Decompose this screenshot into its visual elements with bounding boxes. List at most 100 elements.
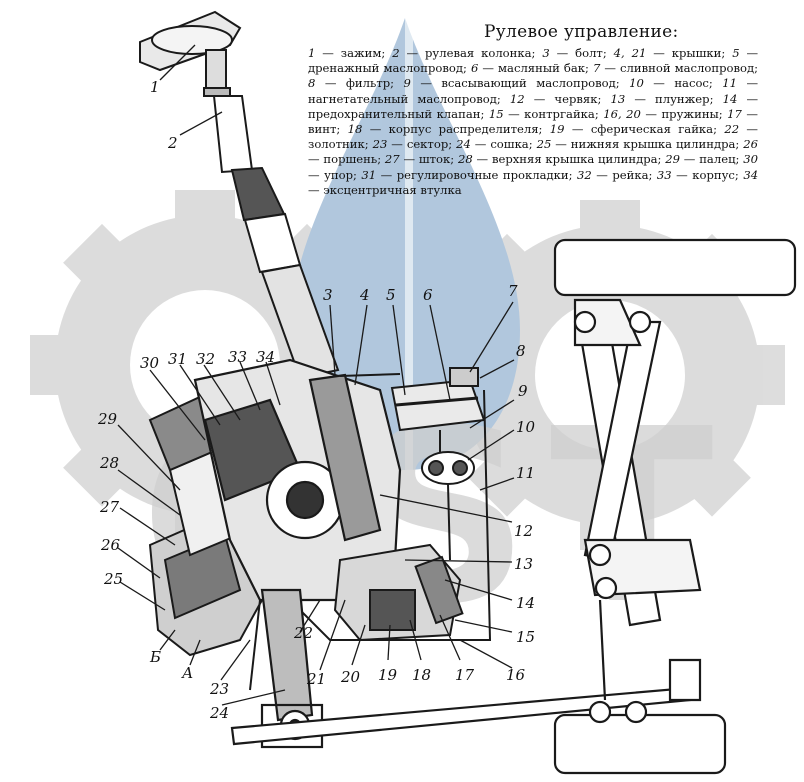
callout-16: 16 — [506, 666, 526, 684]
legend-text: предохранительный клапан; — [308, 106, 485, 121]
legend-number: 10 — [629, 76, 644, 91]
callout-10: 10 — [516, 418, 536, 436]
legend-number: 31 — [361, 167, 377, 182]
callout-28: 28 — [100, 454, 120, 472]
callout-9: 9 — [518, 382, 528, 400]
legend-text: дренажный маслопровод; — [308, 61, 467, 76]
leader-lines — [117, 44, 515, 706]
legend-text: фильтр; — [345, 76, 395, 91]
legend-text: зажим; — [340, 46, 386, 60]
legend-text: плунжер; — [655, 91, 714, 106]
legend-text: регулировочные прокладки; — [396, 167, 573, 182]
legend-text: нижняя крышка цилиндра; — [570, 137, 740, 152]
legend-text: палец; — [699, 152, 740, 167]
legend-text: рейка; — [612, 167, 653, 182]
legend-number: 8 — [308, 76, 316, 91]
callout-b: Б — [150, 648, 162, 666]
front-axle — [553, 238, 797, 775]
legend-number: 28 — [457, 152, 473, 167]
gearbox-housing — [193, 358, 402, 602]
legend-text: насос; — [674, 76, 713, 91]
tie-rod — [230, 658, 702, 746]
legend-number: 27 — [384, 152, 400, 167]
legend-number: 12 — [509, 91, 525, 106]
legend-number: 13 — [610, 91, 626, 106]
legend-number: 5 — [732, 46, 740, 60]
legend-text: упор; — [324, 167, 357, 182]
callout-8: 8 — [516, 342, 526, 360]
legend-number: 29 — [665, 152, 681, 167]
legend-number: 30 — [743, 152, 758, 167]
wheel-top — [553, 238, 797, 297]
legend-text: контргайка; — [524, 106, 599, 121]
callout-26: 26 — [101, 536, 121, 554]
legend-text: золотник; — [308, 137, 369, 152]
legend-number: 7 — [592, 61, 601, 76]
legend-text: сливной маслопровод; — [620, 61, 759, 76]
callout-12: 12 — [514, 522, 534, 540]
legend-number: 18 — [347, 122, 363, 137]
callout-21: 21 — [307, 670, 327, 688]
legend-text: шток; — [418, 152, 455, 167]
callout-30: 30 — [140, 354, 160, 372]
callout-19: 19 — [378, 666, 398, 684]
legend-text: масляный бак; — [498, 61, 589, 76]
callout-32: 32 — [196, 350, 216, 368]
legend-text: сектор; — [406, 137, 453, 152]
callout-3: 3 — [323, 286, 333, 304]
legend-number: 15 — [488, 106, 504, 121]
legend-text: червяк; — [554, 91, 602, 106]
callout-33: 33 — [228, 348, 248, 366]
legend-text: пружины; — [661, 106, 723, 121]
callout-7: 7 — [508, 282, 518, 300]
legend-number: 33 — [656, 167, 672, 182]
legend-number: 25 — [536, 137, 552, 152]
legend-text: сошка; — [490, 137, 533, 152]
legend-number: 24 — [456, 137, 471, 152]
legend-text: винт; — [308, 122, 341, 137]
legend-text: эксцентричная втулка — [323, 182, 462, 197]
legend-number: 34 — [743, 167, 759, 182]
legend-number: 9 — [403, 76, 411, 91]
legend-text: нагнетательный маслопровод; — [308, 91, 501, 106]
callout-29: 29 — [98, 410, 118, 428]
legend-number: 19 — [549, 122, 565, 137]
hydraulic-circuit — [249, 367, 492, 691]
rubber-boot — [230, 166, 286, 222]
legend-number: 17 — [727, 106, 742, 121]
callout-31: 31 — [168, 350, 188, 368]
distributor-body — [333, 543, 464, 642]
callout-18: 18 — [412, 666, 432, 684]
legend-number: 16, 20 — [603, 106, 641, 121]
callout-34: 34 — [256, 348, 276, 366]
legend: 1 — зажим; 2 — рулевая колонка; 3 — болт… — [308, 46, 759, 197]
callout-15: 15 — [516, 628, 536, 646]
legend-text: поршень; — [323, 152, 382, 167]
legend-text: всасывающий маслопровод; — [441, 76, 620, 91]
callout-25: 25 — [104, 570, 124, 588]
legend-number: 2 — [392, 46, 400, 60]
wheel-bottom — [553, 713, 727, 775]
callout-17: 17 — [455, 666, 475, 684]
callout-27: 27 — [100, 498, 120, 516]
callout-14: 14 — [516, 594, 536, 612]
legend-text: верхняя крышка цилиндра; — [491, 152, 662, 167]
callout-24: 24 — [210, 704, 230, 722]
callout-4: 4 — [360, 286, 370, 304]
legend-text: сферическая гайка; — [590, 122, 717, 137]
legend-text: рулевая колонка; — [424, 46, 536, 60]
callout-2: 2 — [168, 134, 178, 152]
legend-number: 14 — [722, 91, 738, 106]
callout-5: 5 — [386, 286, 396, 304]
callout-22: 22 — [294, 624, 314, 642]
legend-text: корпус; — [692, 167, 739, 182]
legend-text: корпус распределителя; — [388, 122, 543, 137]
steering-column — [139, 10, 340, 380]
legend-number: 3 — [542, 46, 550, 60]
legend-number: 22 — [724, 122, 740, 137]
legend-number: 1 — [308, 46, 316, 60]
legend-number: 4, 21 — [613, 46, 647, 60]
callout-1: 1 — [150, 78, 160, 96]
legend-number: 23 — [372, 137, 388, 152]
